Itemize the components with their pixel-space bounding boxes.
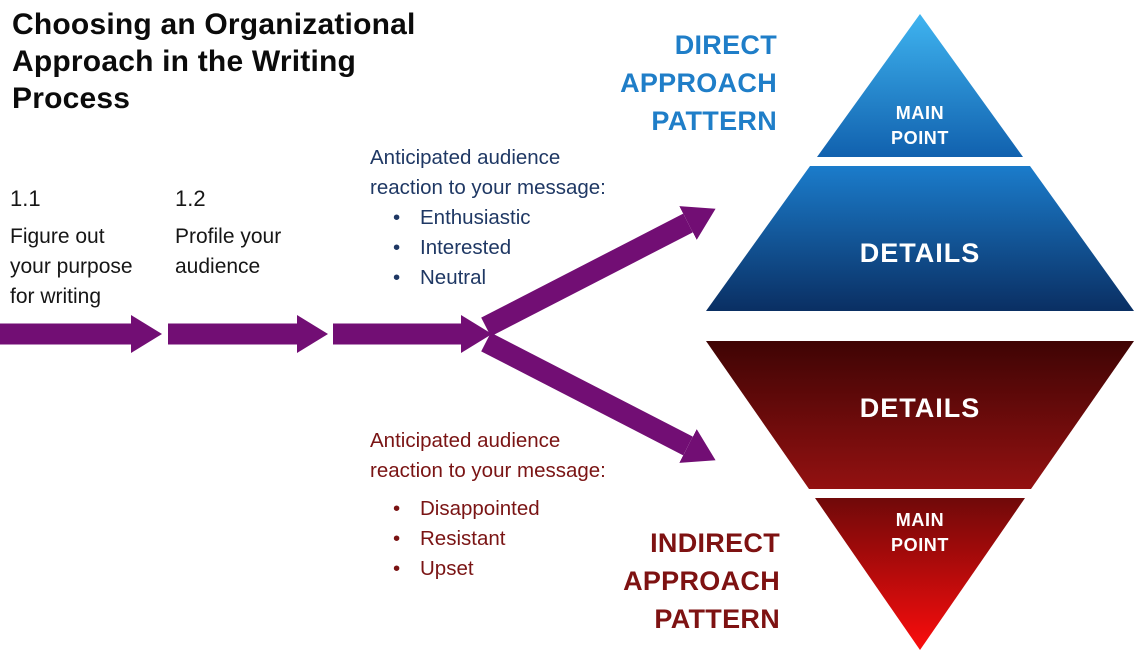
list-item: • Neutral xyxy=(370,263,650,293)
direct-approach-heading: DIRECT APPROACH PATTERN xyxy=(545,26,777,140)
indirect-approach-heading: INDIRECT APPROACH PATTERN xyxy=(545,524,780,638)
bullet-icon: • xyxy=(393,557,401,580)
direct-pyramid-main-point-shape xyxy=(817,14,1023,157)
heading-line: APPROACH xyxy=(623,566,780,596)
direct-details-label: DETAILS xyxy=(859,238,981,268)
reaction-item: Upset xyxy=(420,557,474,580)
direct-reaction-text: Anticipated audience reaction to your me… xyxy=(370,143,650,293)
step-label-line: Figure out xyxy=(10,225,105,248)
reaction-item: Enthusiastic xyxy=(420,206,531,229)
reaction-intro-line: Anticipated audience xyxy=(370,146,561,169)
bullet-icon: • xyxy=(393,206,401,229)
indirect-pyramid-details-shape xyxy=(706,341,1134,489)
page-title-line: Process xyxy=(12,82,131,115)
heading-line: DIRECT xyxy=(674,30,777,60)
page-title-line: Choosing an Organizational xyxy=(12,8,416,41)
reaction-intro-line: Anticipated audience xyxy=(370,429,561,452)
list-item: • Resistant xyxy=(370,524,650,554)
bullet-icon: • xyxy=(393,236,401,259)
list-item: • Enthusiastic xyxy=(370,203,650,233)
list-item: • Upset xyxy=(370,554,650,584)
step-label: Profile your audience xyxy=(175,222,335,282)
indirect-main-point-label: MAIN POINT xyxy=(845,508,995,558)
main-point-line: MAIN xyxy=(895,103,945,123)
branch-arrow-down xyxy=(481,332,716,463)
indirect-details-label: DETAILS xyxy=(859,393,981,423)
page-title: Choosing an Organizational Approach in t… xyxy=(12,6,416,117)
indirect-reaction-text: Anticipated audience reaction to your me… xyxy=(370,426,650,584)
main-point-line: POINT xyxy=(890,128,949,148)
step-label-line: for writing xyxy=(10,285,102,308)
step-label-line: audience xyxy=(175,255,261,278)
reaction-intro-line: reaction to your message: xyxy=(370,176,606,199)
list-item: • Interested xyxy=(370,233,650,263)
heading-line: APPROACH xyxy=(620,68,777,98)
step-number: 1.2 xyxy=(175,186,206,211)
main-point-line: MAIN xyxy=(895,510,945,530)
step-1-2: 1.2 Profile your audience xyxy=(175,186,335,282)
bullet-icon: • xyxy=(393,497,401,520)
heading-line: PATTERN xyxy=(651,106,777,136)
step-label: Figure out your purpose for writing xyxy=(10,222,170,312)
reaction-item: Interested xyxy=(420,236,512,259)
direct-pyramid-details-shape xyxy=(706,166,1134,311)
step-label-line: Profile your xyxy=(175,225,282,248)
heading-line: PATTERN xyxy=(654,604,780,634)
reaction-item: Disappointed xyxy=(420,497,540,520)
main-point-line: POINT xyxy=(890,535,949,555)
page-title-line: Approach in the Writing xyxy=(12,45,357,78)
step-label-line: your purpose xyxy=(10,255,133,278)
step-1-1: 1.1 Figure out your purpose for writing xyxy=(10,186,170,312)
reaction-item: Resistant xyxy=(420,527,506,550)
step-number: 1.1 xyxy=(10,186,41,211)
reaction-intro-line: reaction to your message: xyxy=(370,459,606,482)
bullet-icon: • xyxy=(393,266,401,289)
reaction-item: Neutral xyxy=(420,266,487,289)
branch-arrow-up xyxy=(481,206,716,337)
bullet-icon: • xyxy=(393,527,401,550)
heading-line: INDIRECT xyxy=(650,528,780,558)
list-item: • Disappointed xyxy=(370,494,650,524)
direct-main-point-label: MAIN POINT xyxy=(845,101,995,151)
indirect-pyramid-main-point-shape xyxy=(815,498,1025,650)
